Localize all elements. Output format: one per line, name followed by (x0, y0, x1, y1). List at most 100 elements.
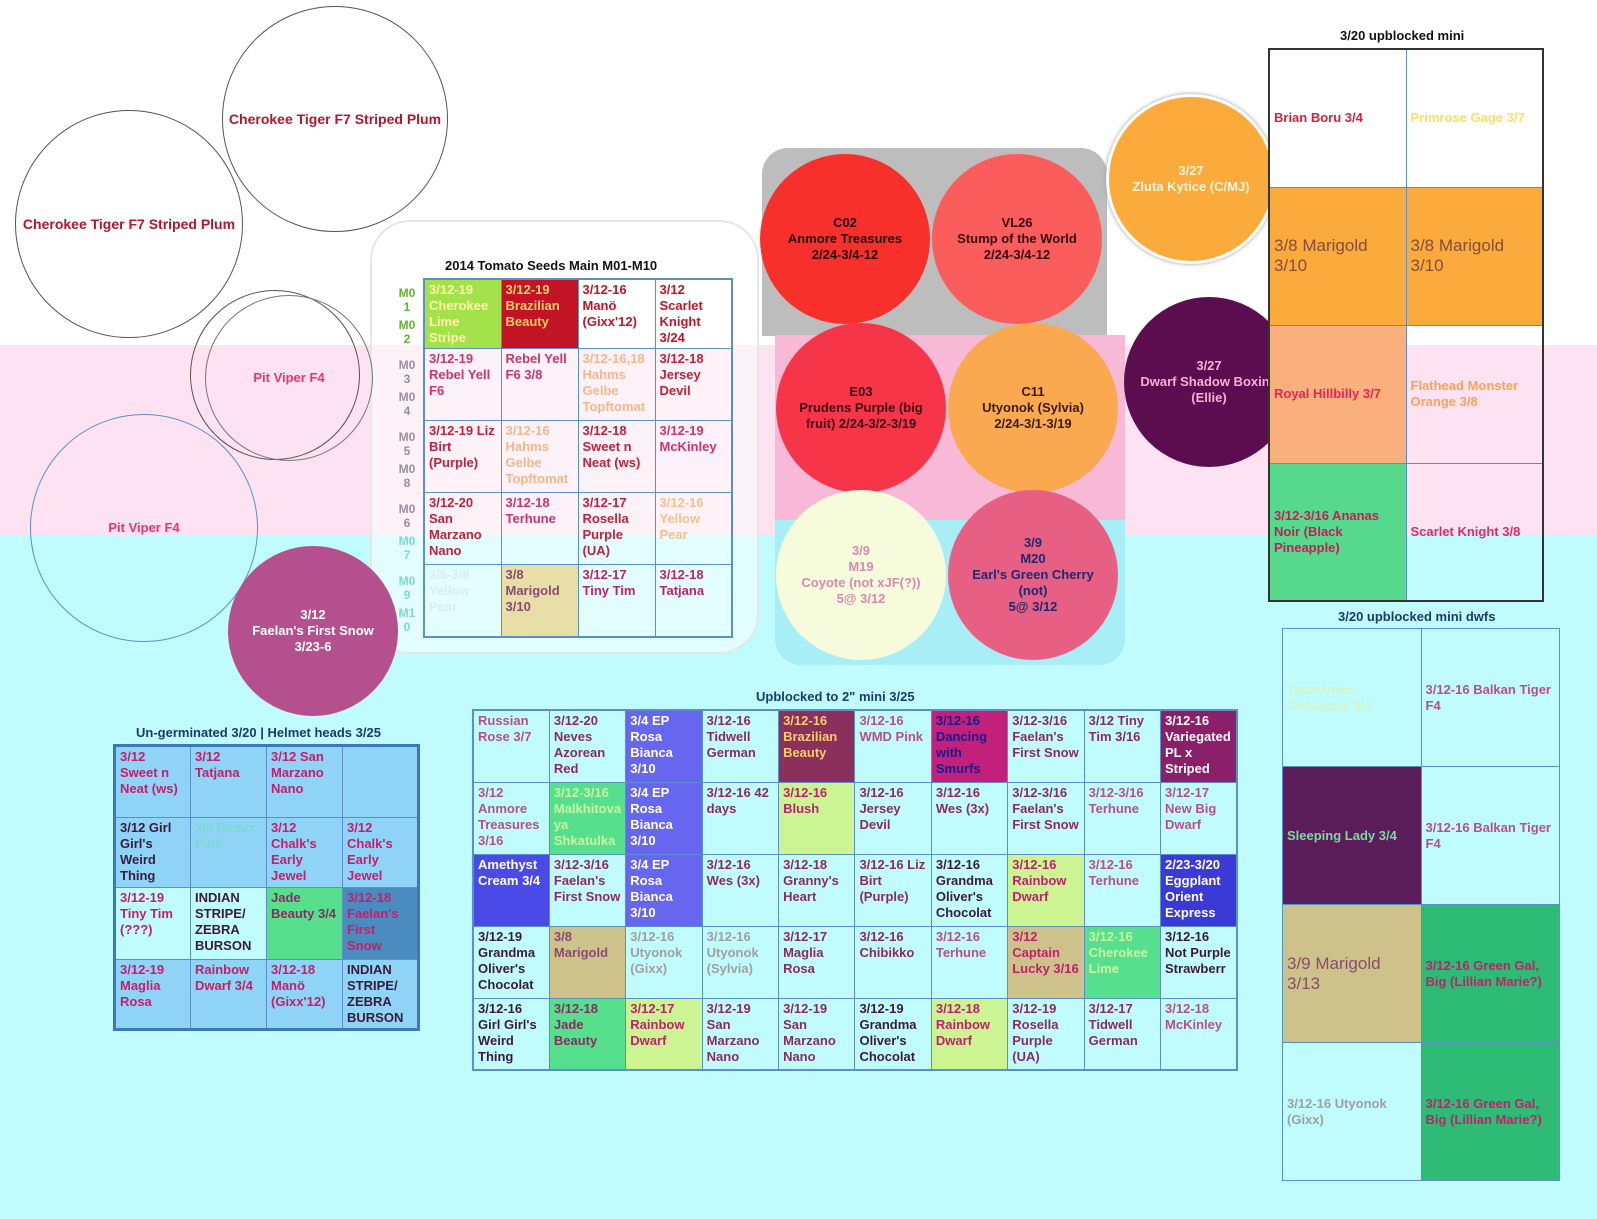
grid-cell: 3/12 Scarlet Knight 3/24 (654, 278, 733, 349)
grid-cell: 3/12-19 San Marzano Nano (701, 997, 780, 1071)
cherokee-tiger-circle-2: Cherokee Tiger F7 Striped Plum (15, 110, 243, 338)
grid-cell: 3/8 Marigold 3/10 (500, 564, 579, 637)
circle-line: C02 (833, 215, 857, 230)
grid-cell: 3/12-17 Tidwell German (1083, 997, 1162, 1071)
grid-cell: 3/12-17 Tiny Tim (577, 564, 656, 637)
grid-cell: 3/12-16 Jersey Devil (854, 781, 932, 855)
grid-cell: 3/12-18 Jersey Devil (654, 348, 733, 421)
grid-cell: 3/12-16 Green Gal, Big (Lillian Marie?) (1420, 904, 1560, 1043)
grid-cell: 3/12-16 Manö (Gixx'12) (577, 278, 656, 349)
grid-cell: 3/12-3/16 Faelan's First Snow (548, 853, 627, 927)
grid-cell: 3/12-18 Sweet n Neat (ws) (577, 420, 656, 493)
grid-cell: 3/12 Captain Lucky 3/16 (1007, 925, 1085, 999)
grid-cell: 3/12-18 Tatjana (654, 564, 733, 637)
grid-row: 3/12-3/16 Ananas Noir (Black Pineapple)S… (1268, 462, 1544, 602)
upblocked-2in-title: Upblocked to 2" mini 3/25 (756, 689, 915, 704)
circle-line: Earl's Green Cherry (not) (972, 567, 1094, 598)
grid-cell: 3/8 Beaux Pink (190, 817, 267, 888)
circle-label: Pit Viper F4 (253, 370, 325, 385)
grid-cell: 3/12-16 Green Gal, Big (Lillian Marie?) (1420, 1042, 1560, 1181)
grid-cell: 3/12-19 Tiny Tim (???) (114, 887, 191, 960)
grid-row: 3/12-19 Tiny Tim (???)INDIAN STRIPE/ ZEB… (114, 887, 419, 960)
grid-cell (342, 745, 419, 818)
circle-line: Zluta Kytice (C/MJ) (1132, 179, 1250, 194)
circle-line: Anmore Treasures (787, 231, 903, 246)
grid-cell: 2/23-3/20 Eggplant Orient Express (1160, 853, 1238, 927)
grid-cell: 3/12 Anmore Treasures 3/16 (472, 781, 550, 855)
grid-cell: Flathead Monster Orange 3/8 (1405, 324, 1544, 464)
grid-cell: 3/12 Chalk's Early Jewel (266, 817, 343, 888)
grid-cell: 3/12-18 Faelan's First Snow (342, 887, 419, 960)
circle-label: Cherokee Tiger F7 Striped Plum (22, 216, 236, 232)
grid-cell: 3/12 San Marzano Nano (266, 745, 343, 818)
grid-cell: Sleeping Lady 3/4 (1282, 766, 1422, 905)
grid-cell: 3/12-17 Maglia Rosa (778, 925, 856, 999)
grid-cell: 3/8 Marigold 3/10 (1268, 186, 1407, 326)
grid-cell: 3/12-19 Cherokee Lime Stripe (423, 278, 502, 349)
grid-cell: 3/12-16,18 Hahms Gelbe Topftomat (577, 348, 656, 421)
circle-line: 2/24-3/4-12 (983, 247, 1051, 262)
grid-cell: 3/5-3/8 Yellow Pear (423, 564, 502, 637)
circle-line: Prudens Purple (big fruit) 2/24-3/2-3/19 (799, 400, 923, 431)
grid-cell: 3/12-16 Terhune (1083, 853, 1162, 927)
grid-cell: 3/12-18 Granny's Heart (778, 853, 856, 927)
grid-cell: 3/8 Marigold 3/10 (1405, 186, 1544, 326)
circle-line: 2/24-3/4-12 (811, 247, 879, 262)
pit-viper-circle-1: Pit Viper F4 (205, 295, 373, 461)
circle-line: VL26 (1001, 215, 1033, 230)
grid-cell: Rainbow Dwarf 3/4 (190, 959, 267, 1030)
circle-line: E03 (849, 384, 873, 399)
dwarf-shadow-boxing-circle: 3/27 Dwarf Shadow Boxing (Ellie) (1124, 297, 1294, 467)
grid-cell: Jade Beauty 3/4 (266, 887, 343, 960)
grid-cell: 3/12-19 Rebel Yell F6 (423, 348, 502, 421)
grid-cell: Russian Rose 3/7 (472, 709, 550, 783)
circle-label: Pit Viper F4 (108, 520, 180, 535)
grid-cell: 3/9 Marigold 3/13 (1282, 904, 1422, 1043)
grid-cell: 3/12-16 Liz Birt (Purple) (854, 853, 932, 927)
main-row-label: M0 5 (398, 430, 416, 458)
grid-cell: 3/4 EP Rosa Bianca 3/10 (625, 709, 703, 783)
grid-cell: 3/12-17 Rainbow Dwarf (625, 997, 703, 1071)
circle-line: 3/27 (1196, 358, 1222, 373)
grid-cell: 3/12 Tatjana (190, 745, 267, 818)
zluta-kytice-circle: 3/27 Zluta Kytice (C/MJ) (1106, 94, 1276, 264)
grid-cell: 3/12-16 Dancing with Smurfs (930, 709, 1009, 783)
circle-line: 3/9 (851, 543, 871, 558)
main-row-label: M1 0 (398, 606, 416, 634)
grid-cell: 3/12-19 Rosella Purple (UA) (1007, 997, 1085, 1071)
circle-line: M19 (848, 559, 874, 574)
grid-cell: 3/12-16 Rainbow Dwarf (1007, 853, 1085, 927)
grid-cell: 3/12-16 Girl Girl's Weird Thing (472, 997, 550, 1071)
grid-cell: 3/8 Marigold (548, 925, 627, 999)
grid-cell: 3/12-19 McKinley (654, 420, 733, 493)
grid-cell: 3/12-19 San Marzano Nano (778, 997, 856, 1071)
main-row-label: M0 3 (398, 358, 416, 386)
main-row-label: M0 6 (398, 502, 416, 530)
grid-cell: 3/12-18 Manö (Gixx'12) (266, 959, 343, 1030)
grid-cell: 3/12 Tiny Tim 3/16 (1083, 709, 1162, 783)
grid-cell: 3/12-16 Balkan Tiger F4 (1420, 628, 1560, 767)
grid-cell: 3/12-16 Hahms Gelbe Topftomat (500, 420, 579, 493)
grid-cell: Brian Boru 3/4 (1268, 48, 1407, 188)
grid-cell: INDIAN STRIPE/ ZEBRA BURSON (342, 959, 419, 1030)
grid-cell: 3/12-3/16 Faelan's First Snow (1007, 709, 1085, 783)
grid-cell: 3/12-16 WMD Pink (854, 709, 932, 783)
faelan-first-snow-circle: 3/12 Faelan's First Snow 3/23-6 (228, 546, 398, 716)
grid-cell: 3/12-16 Yellow Pear (654, 492, 733, 565)
circle-line: Dwarf Shadow Boxing (Ellie) (1140, 374, 1278, 405)
grid-cell: 3/12-16 Utyonok (Gixx) (625, 925, 703, 999)
main-row-label: M0 7 (398, 534, 416, 562)
